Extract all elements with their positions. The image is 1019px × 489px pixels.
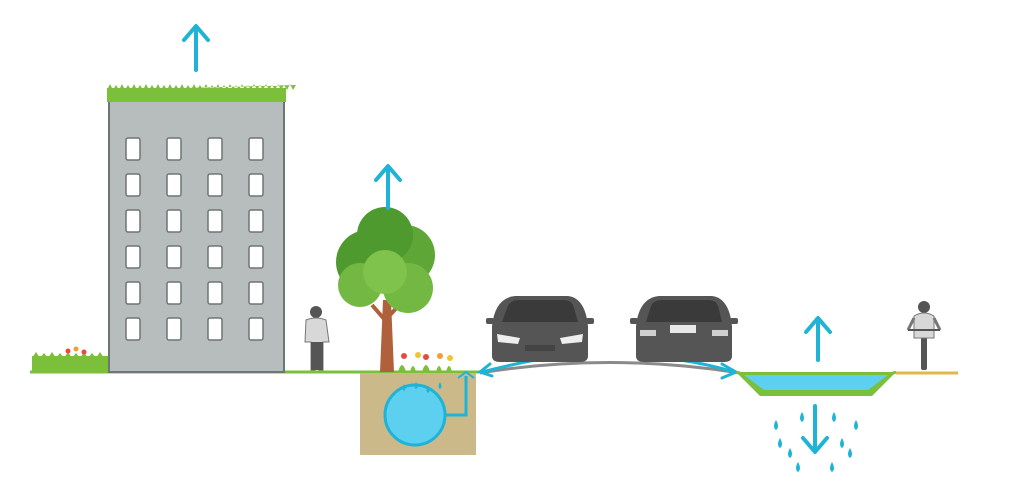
building-window (166, 209, 182, 233)
car-rear-facing (630, 296, 738, 362)
water-droplet (778, 438, 782, 448)
pedestrian-figure (304, 306, 330, 371)
building-window (207, 173, 223, 197)
water-droplet (854, 420, 858, 430)
tree (336, 207, 435, 372)
tree-evapotranspiration-arrow (374, 164, 402, 210)
water-droplet (848, 448, 852, 458)
building-window (248, 137, 264, 161)
road (479, 361, 741, 375)
green-roof-building (107, 84, 296, 373)
building-window (125, 209, 141, 233)
water-droplet (840, 438, 844, 448)
building-window (248, 281, 264, 305)
building-window (248, 173, 264, 197)
water-droplet (788, 448, 792, 458)
building-window (207, 281, 223, 305)
building-window (125, 245, 141, 269)
building-window (248, 209, 264, 233)
building-window (166, 245, 182, 269)
water-droplet (774, 420, 778, 430)
building-window (125, 173, 141, 197)
water-droplet (832, 412, 836, 422)
building-window (125, 317, 141, 341)
building-window (166, 173, 182, 197)
underground-storage-tank (360, 370, 476, 455)
infiltration-droplets (774, 412, 858, 472)
building-window (166, 137, 182, 161)
building-window (248, 317, 264, 341)
water-droplet (800, 412, 804, 422)
building-window (166, 317, 182, 341)
car-front-facing (486, 296, 594, 362)
water-droplet (830, 462, 834, 472)
building-window (166, 281, 182, 305)
water-droplet (796, 462, 800, 472)
swale-with-water (735, 370, 897, 396)
cyclist-figure (906, 301, 942, 370)
building-window (207, 137, 223, 161)
flower-bed (398, 352, 453, 372)
swale-infiltration-arrow (801, 404, 829, 454)
building-window (248, 245, 264, 269)
building-windows (125, 137, 264, 341)
flowers-left (65, 346, 87, 355)
building-window (125, 281, 141, 305)
building-window (207, 317, 223, 341)
roof-evapotranspiration-arrow (182, 24, 210, 72)
building-window (125, 137, 141, 161)
swale-evaporation-arrow (804, 316, 832, 362)
building-window (207, 245, 223, 269)
building-window (207, 209, 223, 233)
